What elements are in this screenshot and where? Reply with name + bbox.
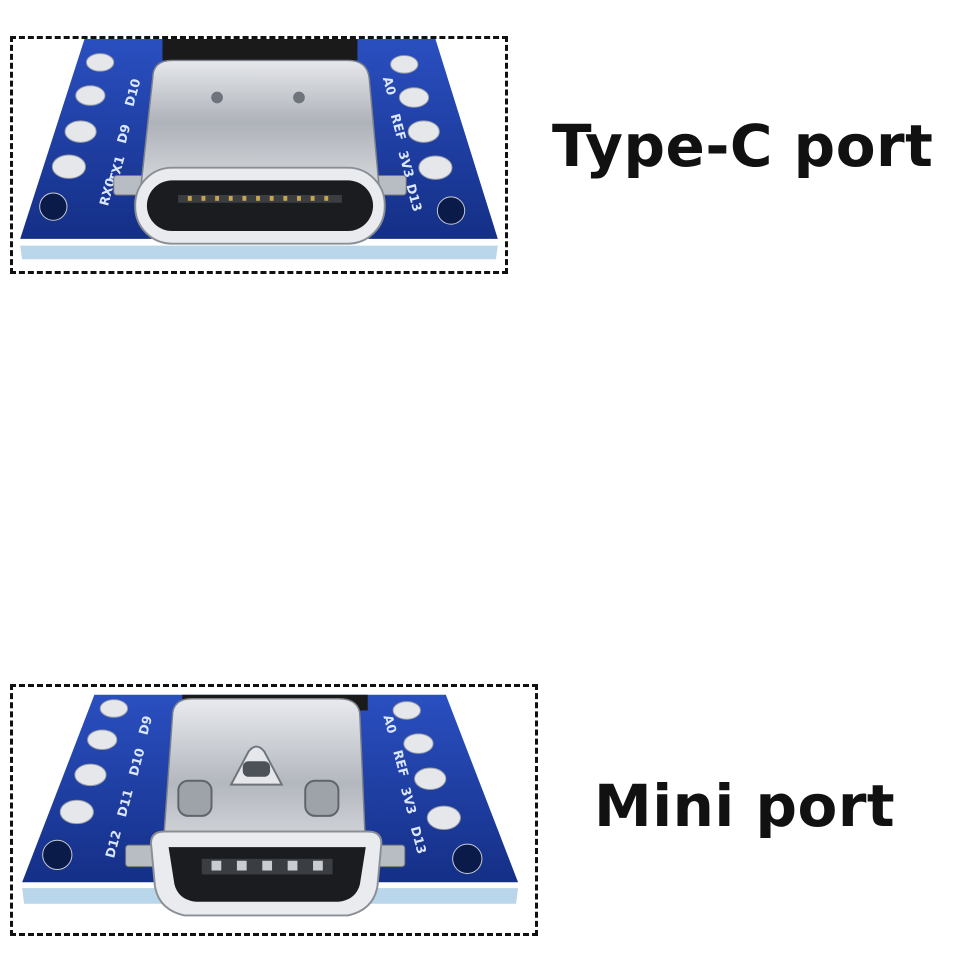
right-pads bbox=[390, 55, 466, 225]
mini-port-caption: Mini port bbox=[594, 772, 896, 840]
left-pads bbox=[42, 699, 129, 871]
pin-label: D13 bbox=[408, 824, 430, 855]
typec-shell bbox=[140, 59, 380, 186]
rivet bbox=[211, 91, 223, 104]
pin-label: D9 bbox=[136, 714, 156, 737]
pin-label: D10 bbox=[126, 746, 148, 777]
typec-contacts bbox=[187, 195, 329, 201]
pin-label: D10 bbox=[122, 77, 144, 108]
mini-usb-opening bbox=[168, 847, 366, 902]
pin-label: A0 bbox=[380, 75, 399, 97]
chip-body bbox=[162, 39, 358, 61]
mini-usb-board-illustration: D9 D10 D11 D12 A0 REF 3V3 D13 bbox=[22, 694, 519, 917]
pin-label: D12 bbox=[102, 828, 124, 859]
pin-label: 3V3 bbox=[398, 785, 420, 815]
latch-slot bbox=[242, 761, 271, 777]
typec-board-photo: D10 D9 TX1 RX0 A0 REF 3V3 D13 bbox=[10, 36, 508, 274]
pin-label: A0 bbox=[380, 713, 399, 735]
right-pads bbox=[392, 701, 483, 874]
pin-label: D9 bbox=[114, 123, 133, 146]
pin-label: D13 bbox=[403, 182, 425, 213]
rivet bbox=[293, 91, 305, 104]
typec-board-illustration: D10 D9 TX1 RX0 A0 REF 3V3 D13 bbox=[20, 39, 498, 260]
shell-latch-left bbox=[177, 779, 213, 817]
mini-usb-board-photo: D9 D10 D11 D12 A0 REF 3V3 D13 bbox=[10, 684, 538, 936]
left-pads bbox=[39, 53, 115, 221]
shell-latch-right bbox=[304, 779, 340, 817]
typec-caption: Type-C port bbox=[552, 112, 934, 180]
pin-label: REF bbox=[388, 112, 409, 142]
pin-label: D11 bbox=[114, 787, 136, 818]
mini-usb-contacts bbox=[211, 860, 323, 871]
pin-label: 3V3 bbox=[395, 149, 417, 179]
typec-opening bbox=[146, 180, 374, 232]
pin-label: RX0 bbox=[96, 176, 118, 207]
pcb-edge bbox=[20, 245, 498, 260]
pin-label: REF bbox=[390, 748, 412, 778]
